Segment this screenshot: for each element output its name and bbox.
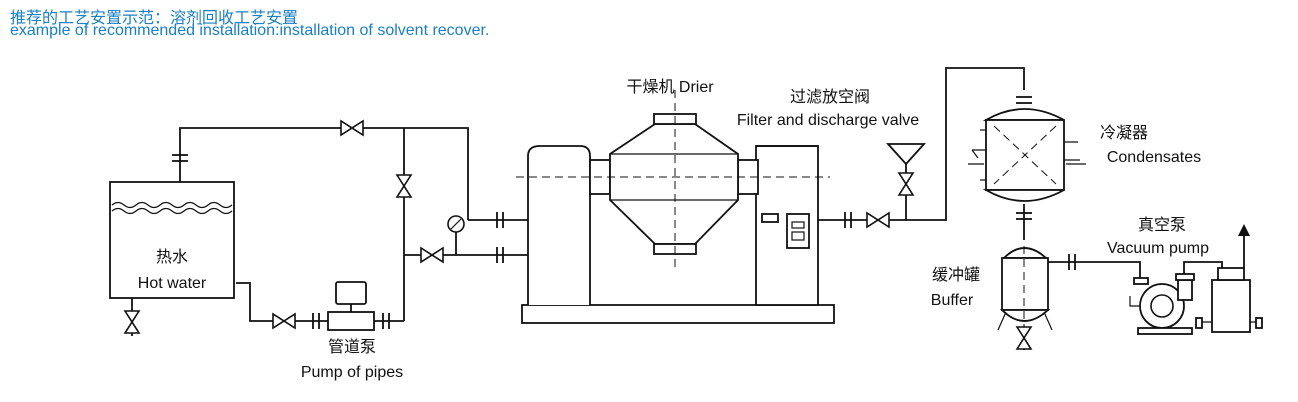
buffer-label-en: Buffer [931,292,974,309]
double-cone-drier [516,90,835,324]
filter-funnel-icon [885,143,927,166]
outlet-valve [866,212,890,228]
drain-valve [124,310,140,334]
buffer-label-cn: 缓冲罐 [932,266,980,284]
hot-water-tank [109,181,235,299]
exhaust-arrow-icon [1238,224,1250,236]
pump-inlet-valve [272,313,296,329]
pump-label-cn: 管道泵 [328,338,376,356]
diagram-title-en: example of recommended installation:inst… [10,22,490,39]
filter-label-en: Filter and discharge valve [737,112,919,129]
filter-label-cn: 过滤放空阀 [790,88,870,106]
top-valve [340,120,364,136]
condenser-label-en: Condensates [1107,149,1201,166]
buffer-drain-valve [1016,326,1032,350]
vacuum-label-cn: 真空泵 [1138,216,1186,234]
hot-water-label-en: Hot water [138,275,207,292]
vacuum-label-en: Vacuum pump [1107,240,1209,257]
diagram-title-cn: 推荐的工艺安置示范：溶剂回收工艺安置 [10,10,299,27]
pipeline-pump [327,281,375,331]
bypass-valve [396,174,412,198]
condenser-label-cn: 冷凝器 [1100,124,1148,142]
supply-valve [420,247,444,263]
vacuum-pump [1129,224,1263,335]
pump-label-en: Pump of pipes [301,364,403,381]
hot-water-label-cn: 热水 [156,248,188,266]
drier-label: 干燥机 Drier [626,78,714,96]
condenser [968,96,1086,240]
discharge-valve [898,172,914,196]
